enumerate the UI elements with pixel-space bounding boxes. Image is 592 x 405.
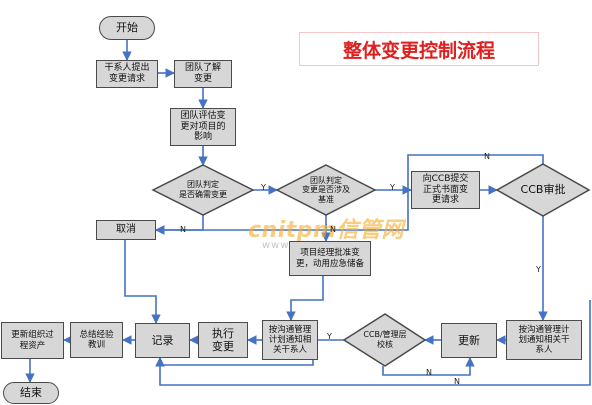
update-label: 更新: [458, 333, 480, 347]
edge-label-decide-no: N: [180, 225, 186, 234]
record-label: 记录: [151, 333, 174, 347]
edge-label-baseline-no: N: [330, 225, 336, 234]
update-node: 更新: [441, 323, 497, 358]
submit-request-label: 干系人提出 变更请求: [104, 63, 150, 84]
decide-baseline-label: 团队判定 变更是否涉及 基准: [302, 175, 350, 204]
pm-approve-label: 项目经理批准变 更，动用应急储备: [295, 248, 364, 269]
ccb-approve-label: CCB审批: [520, 183, 566, 197]
edge-label-baseline-yes: Y: [390, 183, 395, 192]
pm-approve-node: 项目经理批准变 更，动用应急储备: [289, 241, 371, 276]
edge-label-ccb-no: N: [484, 152, 490, 161]
submit-ccb-node: 向CCB提交 正式书面变 更请求: [411, 171, 480, 209]
edge-label-review-no: N: [426, 368, 432, 377]
submit-ccb-label: 向CCB提交 正式书面变 更请求: [422, 173, 469, 206]
notify-right-label: 按沟通管理计 划通知相关干 系人: [518, 324, 570, 356]
team-evaluate-label: 团队评估变 更对项目的 影响: [180, 110, 226, 143]
notify-left-label: 按沟通管理 计划通知相 关干系人: [268, 324, 312, 356]
summarize-node: 总结经验 教训: [70, 322, 123, 358]
team-understand-label: 团队了解 变更: [184, 63, 221, 84]
update-assets-node: 更新组织过 程资产: [1, 322, 64, 359]
edge-pm-to-notify-left: [286, 276, 324, 321]
record-node: 记录: [135, 323, 190, 358]
edge-cancel-to-record: [124, 240, 161, 324]
decision-diamond-review: [342, 313, 427, 367]
edge-label-ccb-yes: Y: [536, 265, 541, 274]
page-title: 整体变更控制流程: [299, 32, 539, 66]
watermark-brand: cnitpm信管网: [248, 218, 404, 243]
cancel-node: 取消: [96, 220, 156, 240]
decision-diamond-baseline: [275, 164, 377, 216]
end-node: 结束: [3, 382, 59, 404]
summarize-label: 总结经验 教训: [79, 329, 114, 350]
notify-left-node: 按沟通管理 计划通知相 关干系人: [262, 320, 318, 360]
edge-decide-no-to-cancel: [155, 215, 204, 235]
decide-needed-label: 团队判定 是否确需变更: [179, 180, 227, 199]
start-node-label: 开始: [116, 21, 138, 35]
start-node: 开始: [99, 16, 155, 40]
team-understand-node: 团队了解 变更: [174, 60, 232, 88]
execute-label: 执行 变更: [212, 326, 234, 353]
edge-ccb-no-to-cancel: [155, 154, 544, 235]
execute-node: 执行 变更: [198, 322, 248, 358]
decision-diamond-needed: [151, 164, 255, 216]
cancel-label: 取消: [116, 224, 136, 235]
update-assets-label: 更新组织过 程资产: [11, 330, 54, 351]
edge-review-no-to-update: [382, 357, 475, 376]
end-label: 结束: [20, 386, 42, 400]
decision-diamond-ccb: [495, 163, 591, 217]
ccb-review-label: CCB/管理层 校核: [363, 330, 407, 349]
submit-request-node: 干系人提出 变更请求: [96, 60, 158, 88]
edge-label-decide-yes: Y: [261, 183, 266, 192]
edge-label-review-yes: Y: [327, 332, 332, 341]
notify-right-node: 按沟通管理计 划通知相关干 系人: [506, 320, 582, 360]
edge-label-bottom-no: N: [454, 377, 460, 386]
team-evaluate-node: 团队评估变 更对项目的 影响: [170, 108, 236, 146]
edge-bottom-n-to-record: [155, 300, 591, 386]
